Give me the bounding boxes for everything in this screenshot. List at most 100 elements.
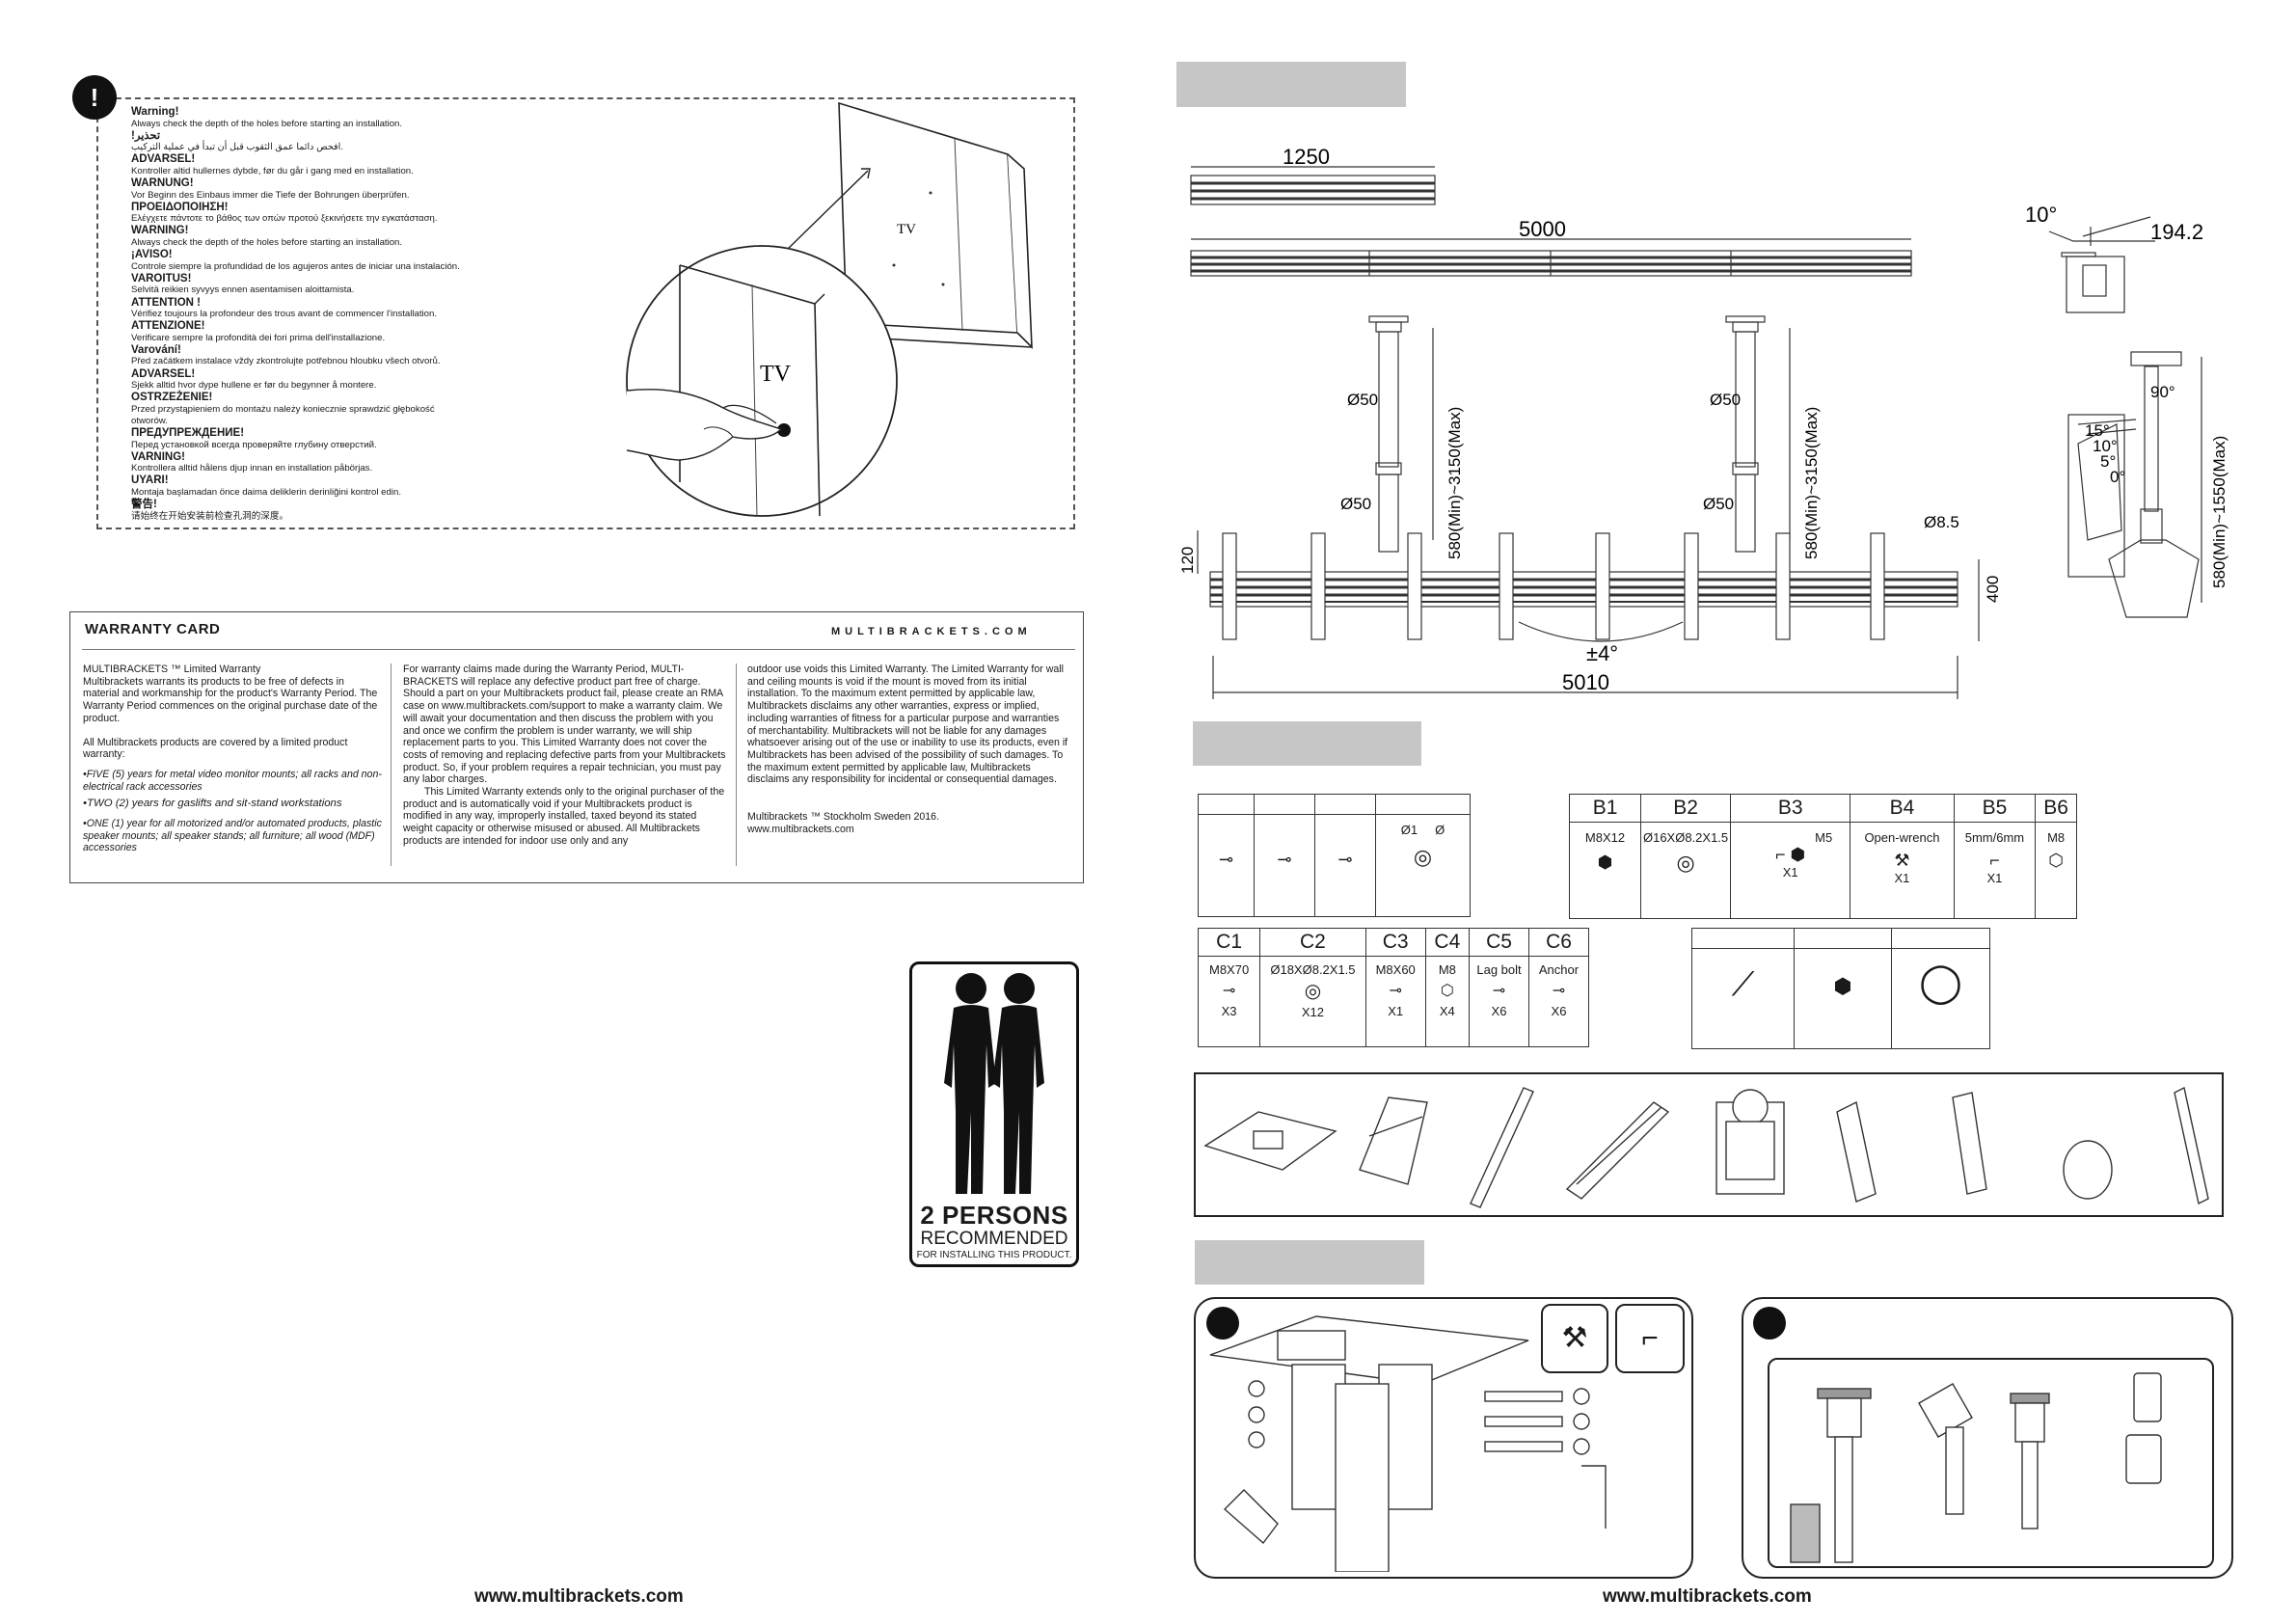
part-b2-header: B2 — [1640, 794, 1732, 823]
dim-pole-dia-4: Ø50 — [1703, 495, 1734, 513]
dim-pole-dia-1: Ø50 — [1347, 391, 1378, 409]
dim-swivel: ±4° — [1586, 641, 1618, 665]
part-c6-spec: Anchor — [1538, 962, 1580, 977]
part-b2-spec: Ø16XØ8.2X1.5 — [1642, 830, 1729, 845]
tv-label-large: TV — [760, 362, 792, 387]
part-b4-header: B4 — [1850, 794, 1955, 823]
parts-d-header — [1691, 928, 1795, 949]
warning-line: Vérifiez toujours la profondeur des trou… — [131, 309, 437, 320]
part-c1-spec: M8X70 — [1208, 962, 1250, 977]
bolt-icon: ⊸ — [1222, 983, 1236, 999]
warning-heading: VAROITUS! — [131, 272, 192, 284]
step-2-marker — [1753, 1307, 1786, 1340]
part-c2-header: C2 — [1259, 928, 1366, 957]
dimension-drawing: 1250 5000 10° 194.2 Ø50 Ø50 Ø50 Ø50 580(… — [1178, 145, 2228, 699]
warning-heading: UYARI! — [131, 474, 169, 487]
parts-a-screw: ⊸ — [1254, 814, 1315, 917]
parts-a-header — [1314, 794, 1376, 815]
allen-key-icon: ⌐ — [1989, 851, 2000, 870]
part-c3-header: C3 — [1364, 928, 1426, 957]
warranty-col-2: For warranty claims made during the Warr… — [403, 663, 726, 848]
step-2-illustration — [1790, 1372, 2162, 1563]
warning-heading: ¡AVISO! — [131, 249, 173, 261]
dim-total-width: 5010 — [1562, 670, 1609, 694]
warning-line: Kontrollera alltid hålens djup innan en … — [131, 463, 373, 474]
footer-url-right[interactable]: www.multibrackets.com — [1603, 1586, 1812, 1607]
components-box — [1194, 1072, 2224, 1217]
dim-tilt-5: 5° — [2100, 452, 2116, 471]
warranty-col-1: MULTIBRACKETS ™ Limited Warranty Multibr… — [83, 663, 382, 854]
part-c4-spec: M8 — [1438, 962, 1456, 977]
washer-icon: ◎ — [1413, 845, 1433, 869]
part-b4-qty: X1 — [1894, 871, 1910, 885]
part-c4-qty: X4 — [1439, 1004, 1455, 1018]
warning-line: Kontroller altid hullernes dybde, før du… — [131, 165, 414, 176]
warning-heading: ADVARSEL! — [131, 153, 196, 166]
warning-heading: OSTRZEŻENIE! — [131, 392, 213, 404]
joint-bracket-icon: ⟋ — [1731, 966, 1755, 1003]
warning-heading: WARNUNG! — [131, 177, 194, 190]
nut-icon: ⬡ — [2048, 851, 2064, 870]
tv-label-small: TV — [897, 222, 916, 237]
parts-a-label-1: Ø1 — [1400, 823, 1418, 837]
warning-line: Przed przystąpieniem do montażu należy k… — [131, 403, 435, 426]
dim-height-400: 400 — [1984, 576, 2002, 603]
parts-a-screw: ⊸ — [1198, 814, 1255, 917]
parts-a-header — [1375, 794, 1471, 815]
dim-pole-length-2: 580(Min)~3150(Max) — [1802, 407, 1821, 559]
part-b4-spec: Open-wrench — [1864, 830, 1940, 845]
dim-rail-long: 5000 — [1519, 217, 1566, 241]
warning-line: Selvitä reikien syvyys ennen asentamisen… — [131, 284, 355, 296]
warranty-term-1yr: •ONE (1) year for all motorized and/or a… — [83, 818, 382, 854]
warning-line: Перед установкой всегда проверяйте глуби… — [131, 439, 377, 450]
warning-line: Always check the depth of the holes befo… — [131, 118, 403, 129]
persons-note: FOR INSTALLING THIS PRODUCT. — [916, 1250, 1072, 1260]
warning-line: Vor Beginn des Einbaus immer die Tiefe d… — [131, 189, 410, 201]
step-1-illustration — [1209, 1315, 1607, 1572]
section-header-dimensions — [1176, 62, 1406, 107]
footer-url-left[interactable]: www.multibrackets.com — [474, 1586, 684, 1607]
warranty-brand: MULTIBRACKETS.COM — [831, 626, 1032, 637]
warning-line: 请始终在开始安装前检查孔洞的深度。 — [131, 510, 289, 522]
warranty-link[interactable]: www.multibrackets.com — [747, 823, 854, 835]
two-persons-icon — [944, 973, 1044, 1194]
dim-rotation: 90° — [2150, 383, 2175, 401]
warning-box — [96, 97, 1075, 529]
warning-line: Always check the depth of the holes befo… — [131, 237, 403, 249]
part-b1-header: B1 — [1568, 794, 1642, 823]
warranty-term-2yr: •TWO (2) years for gaslifts and sit-stan… — [83, 798, 342, 810]
parts-a-label-2: Ø — [1435, 823, 1445, 837]
persons-recommended: RECOMMENDED — [920, 1229, 1068, 1249]
dim-pole-dia-2: Ø50 — [1340, 495, 1371, 513]
parts-table-a: ⊸ ⊸ ⊸ Ø1 Ø◎ — [1198, 794, 1471, 917]
part-b1-spec: M8X12 — [1584, 830, 1626, 845]
dim-hole-dia: Ø8.5 — [1924, 513, 1959, 531]
dim-depth: 194.2 — [2150, 220, 2203, 244]
warning-heading: WARNING! — [131, 225, 189, 237]
screw-icon: ⊸ — [1277, 850, 1292, 869]
warning-line: Verificare sempre la profondità dei fori… — [131, 332, 386, 343]
allen-key-icon: ⌐ ⬢ — [1775, 845, 1806, 864]
warning-line: Ελέγχετε πάντοτε το βάθος των οπών προτο… — [131, 213, 438, 225]
components-illustration — [1203, 1086, 2209, 1208]
part-b6-header: B6 — [2035, 794, 2077, 823]
warning-line: Sjekk alltid hvor dype hullene er før du… — [131, 380, 377, 392]
washer-icon: ◎ — [1676, 851, 1695, 875]
warranty-signature: Multibrackets ™ Stockholm Sweden 2016. — [747, 811, 940, 824]
warranty-disclaimer: outdoor use voids this Limited Warranty.… — [747, 663, 1068, 786]
parts-table-b: B1 B2 B3 B4 B5 B6 M8X12⬢ Ø16XØ8.2X1.5◎ M… — [1568, 794, 2077, 919]
warning-heading: ΠΡΟΕΙΔΟΠΟΙΗΣΗ! — [131, 201, 229, 213]
warranty-title: WARRANTY CARD — [85, 621, 221, 637]
warning-line: افحص دائما عمق الثقوب قبل أن تبدأ في عمل… — [131, 142, 343, 153]
part-c6-qty: X6 — [1551, 1004, 1567, 1018]
warning-heading: VARNING! — [131, 450, 186, 463]
warning-heading: Warning! — [131, 106, 179, 118]
screw-icon: ⊸ — [1337, 850, 1353, 869]
part-c5-qty: X6 — [1491, 1004, 1507, 1018]
part-c1-header: C1 — [1197, 928, 1261, 957]
screw-icon: ⊸ — [1218, 850, 1234, 869]
dim-pole-dia-3: Ø50 — [1710, 391, 1741, 409]
part-b3-qty: X1 — [1782, 865, 1798, 880]
lag-bolt-icon: ⊸ — [1492, 983, 1506, 999]
dim-side-length: 580(Min)~1550(Max) — [2210, 436, 2228, 588]
